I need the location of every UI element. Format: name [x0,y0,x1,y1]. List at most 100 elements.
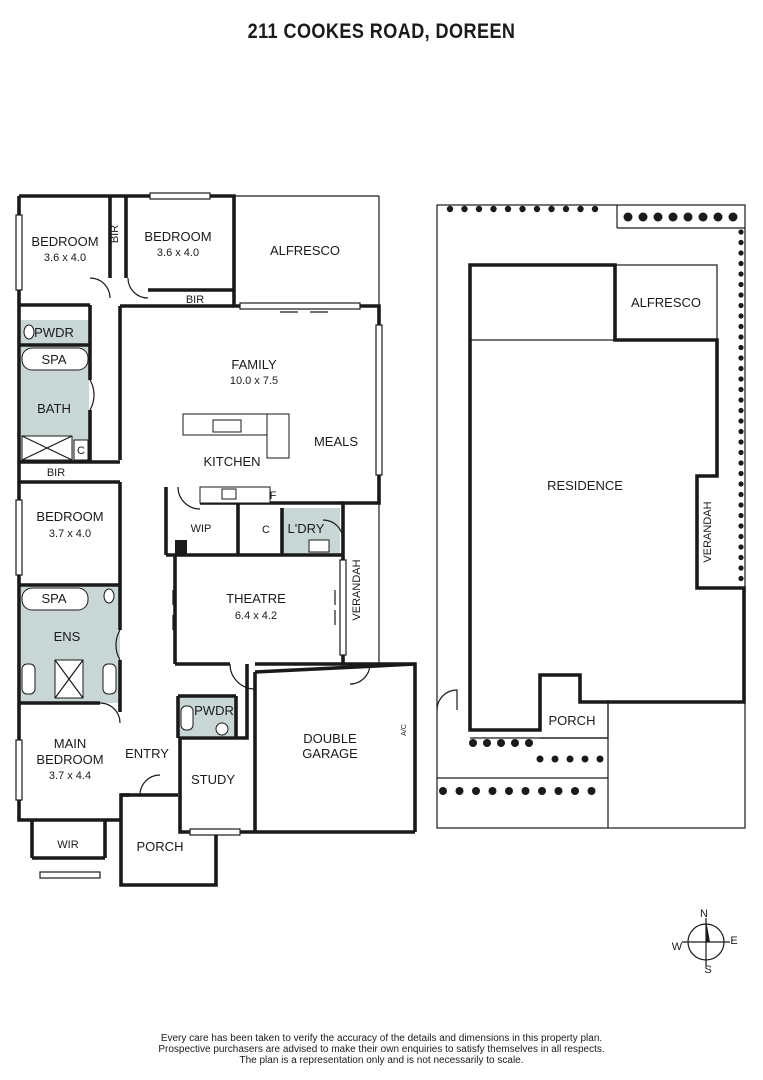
label-bedroom-1-size: 3.6 x 4.0 [44,252,86,264]
compass: N E S W [672,908,738,976]
label-bir-2: BIR [186,294,204,306]
hedge-dot [738,323,744,330]
kitchen-fixtures [175,413,290,555]
label-spa-1: SPA [41,352,66,367]
hedge-dot [533,205,541,213]
hedge-dot [738,386,744,393]
disclaimer-line-2: Prospective purchasers are advised to ma… [158,1044,605,1055]
label-main: MAIN [54,736,87,751]
hedge-dot [581,755,589,763]
hedge-dot [738,239,744,246]
hedge-dot [738,302,744,309]
label-garage: GARAGE [302,746,358,761]
hedge-dot [738,260,744,267]
compass-north-arrow [706,920,710,942]
site-boundary [436,204,746,829]
hedge-dot [738,376,744,382]
hedge-dot [738,575,744,582]
hedge-dot [638,212,648,222]
hedge-dot [469,739,477,747]
hedge-dot [668,212,678,222]
label-main-bedroom: BEDROOM [36,752,103,767]
label-ens: ENS [54,629,81,644]
hedge-dot [683,212,693,222]
label-f: F [270,490,277,502]
hedge-dot [728,212,738,222]
hedge-dot [738,470,744,477]
hedge-dot [566,755,574,763]
hedge-dot [490,205,497,213]
label-c-2: C [262,524,270,536]
compass-e: E [730,935,737,947]
hedge-dot [738,544,744,550]
label-meals: MEALS [314,434,358,449]
hedge-dot [738,554,744,561]
hedge-dot [738,397,744,403]
hedge-dot [738,523,744,529]
hedge-dot [738,565,744,571]
label-bir-1: BIR [109,225,121,243]
compass-n: N [700,908,708,920]
hedge-dot [738,449,744,456]
hedge-dot [455,787,464,795]
hedge-dot [548,205,555,213]
hedge-dot [519,205,526,213]
label-entry: ENTRY [125,746,169,761]
label-site-verandah: VERANDAH [702,501,714,562]
hedge-dot [738,365,744,372]
sliding-door-arrows [172,311,348,833]
label-pwdr-2: PWDR [194,703,234,718]
label-bir-3: BIR [47,467,65,479]
hedge-dot [738,512,744,519]
hedge-dot [551,755,559,763]
hedge-dot [738,271,744,277]
label-wip: WIP [191,523,212,535]
label-kitchen: KITCHEN [203,454,260,469]
hedge-dot [738,428,744,435]
disclaimer: Every care has been taken to verify the … [0,1033,763,1066]
label-bedroom-3: BEDROOM [36,509,103,524]
label-double: DOUBLE [303,731,357,746]
label-bedroom-1: BEDROOM [31,234,98,249]
hedge-dot [738,292,744,298]
hedge-dot [571,787,579,795]
hedge-dot [738,481,744,487]
label-laundry: L'DRY [288,521,325,536]
hedge-dot [738,418,744,424]
bathroom-fixtures [21,324,330,736]
hedge-dot [738,344,744,351]
hedge-dot [738,229,744,235]
disclaimer-line-1: Every care has been taken to verify the … [160,1033,603,1044]
hedge-dot [738,407,744,414]
hedge-dot [738,533,744,540]
hedge-dot [623,212,633,222]
hedge-dot [538,787,546,795]
hedge-dot [488,787,497,795]
label-theatre-size: 6.4 x 4.2 [235,610,277,622]
label-c-1: C [77,445,85,457]
label-family-size: 10.0 x 7.5 [230,375,278,387]
hedge-dot [738,460,744,466]
label-family: FAMILY [231,357,277,372]
label-verandah: VERANDAH [351,559,363,620]
hedge-dot [738,439,744,445]
hedge-dots [439,205,744,795]
hedge-dot [461,205,468,213]
compass-w: W [672,941,683,953]
hedge-dot [738,313,744,319]
windows [15,192,383,879]
label-porch: PORCH [137,839,184,854]
label-bedroom-2-size: 3.6 x 4.0 [157,247,199,259]
label-bedroom-3-size: 3.7 x 4.0 [49,528,91,540]
hedge-dot [562,205,570,213]
hedge-dot [653,212,663,222]
hedge-dot [596,755,604,763]
label-wir: WIR [57,839,78,851]
hedge-dot [738,355,744,361]
hedge-dot [505,787,513,795]
residence-footprint [468,263,746,732]
compass-s: S [704,964,711,976]
plan-title: 211 COOKES ROAD, DOREEN [247,20,516,43]
label-theatre: THEATRE [226,591,286,606]
